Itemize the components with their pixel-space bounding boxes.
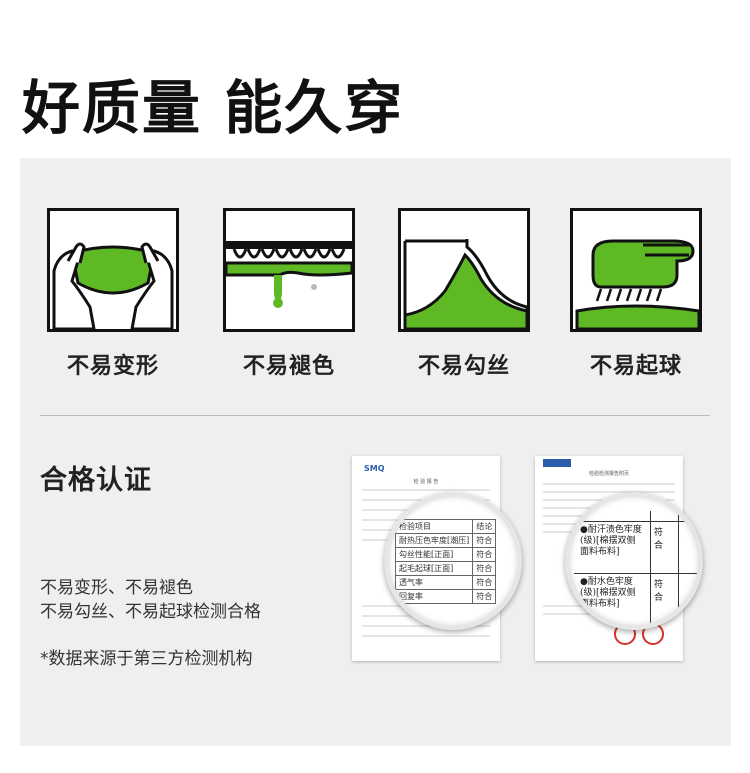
magnified-result-table: 检验项目结论 耐热压色牢度[潮压]符合 勾丝性能[正面]符合 起毛起球[正面]符… [394,519,497,604]
feature-no-deform: 不易变形 [47,208,179,379]
table-row: 起毛起球[正面]符合 [394,561,497,576]
report-heading: 检验检测报告附页 [588,471,629,477]
table-cell: 符合 [654,580,664,603]
table-row: 耐热压色牢度[潮压]符合 [394,533,497,548]
stretch-hands-icon [47,208,179,332]
feature-no-snag: 不易勾丝 [398,208,530,379]
report-brand: SMQ [364,464,385,473]
snag-fabric-icon [398,208,530,332]
magnifier-loupe: ●耐汗渍色牢度(级)[棉摆双侧面料布料] 符合 ●耐水色牢度(级)[棉摆双侧面料… [565,492,703,630]
feature-label: 不易褪色 [242,354,335,379]
data-source-note: *数据来源于第三方检测机构 [40,649,253,669]
feature-no-fade: 不易褪色 [223,208,355,379]
certification-desc-line: 不易勾丝、不易起球检测合格 [40,602,261,622]
table-row: 勾丝性能[正面]符合 [394,547,497,562]
color-drip-icon [223,208,355,332]
feature-no-pill: 不易起球 [570,208,702,379]
table-row: 透气率符合 [394,575,497,590]
table-cell: ●耐水色牢度(级)[棉摆双侧面料布料] [580,577,636,609]
feature-panel: 不易变形 不易褪色 [20,158,731,746]
feature-label: 不易勾丝 [417,354,510,379]
test-report-right: 检验检测报告附页 ●耐汗渍色牢度(级)[棉摆双侧面料布料] 符合 [535,456,703,661]
feature-label: 不易起球 [589,354,682,379]
table-cell: ●耐汗渍色牢度(级)[棉摆双侧面料布料] [580,525,642,557]
table-cell: 符合 [654,528,664,551]
report-heading: 检 验 报 告 [413,479,439,485]
certification-title: 合格认证 [40,465,152,496]
section-divider [40,415,710,416]
test-report-left: SMQ 检 验 报 告 检验项目结论 耐热压色牢度[潮压]符合 [352,456,522,661]
feature-label: 不易变形 [66,354,159,379]
brush-fabric-icon [570,208,702,332]
table-row: 检验项目结论 [394,519,497,534]
certification-description: 不易变形、不易褪色 不易勾丝、不易起球检测合格 [40,576,261,624]
page-headline: 好质量 能久穿 [22,74,405,142]
table-row: 回复率符合 [394,589,497,604]
certification-desc-line: 不易变形、不易褪色 [40,578,193,598]
magnifier-loupe: 检验项目结论 耐热压色牢度[潮压]符合 勾丝性能[正面]符合 起毛起球[正面]符… [384,492,522,630]
